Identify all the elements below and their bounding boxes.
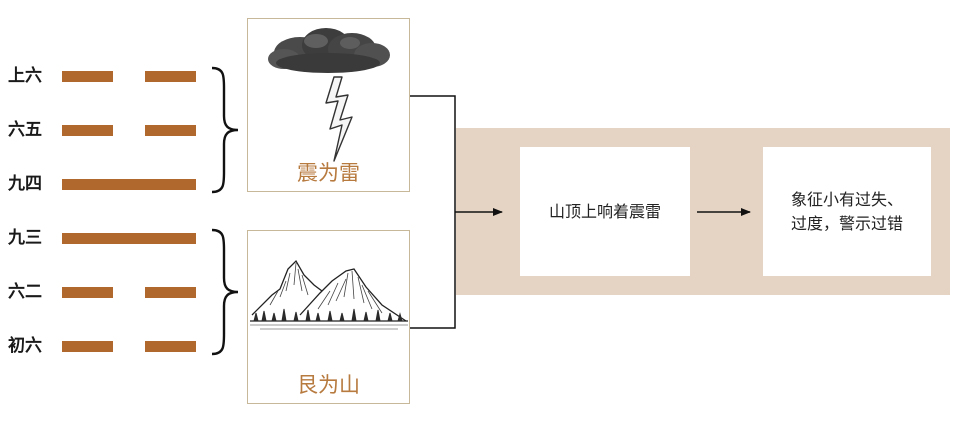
meaning-line-1: 象征小有过失、 xyxy=(790,189,903,209)
yin-bar-left xyxy=(62,341,113,352)
thunder-cloud-icon xyxy=(268,28,390,162)
line-label-first-six: 初六 xyxy=(8,336,42,356)
meaning-line-2: 过度，警示过错 xyxy=(790,213,903,233)
line-label-second-six: 六二 xyxy=(8,282,42,302)
upper-trigram-card: 震为雷 xyxy=(247,18,410,192)
image-description-box: 山顶上响着震雷 xyxy=(520,147,690,276)
lower-trigram-label: 艮为山 xyxy=(297,373,360,397)
line-label-fifth-six: 六五 xyxy=(8,120,42,140)
upper-trigram-label: 震为雷 xyxy=(297,161,360,185)
mountain-icon xyxy=(250,259,408,330)
yin-bar-left xyxy=(62,71,113,82)
yin-bar-left xyxy=(62,287,113,298)
meaning-text: 象征小有过失、 过度，警示过错 xyxy=(791,188,903,236)
lower-trigram-card: 艮为山 xyxy=(247,230,410,404)
yin-bar-right xyxy=(145,71,196,82)
yin-bar-right xyxy=(145,125,196,136)
line-label-top-six: 上六 xyxy=(8,66,42,86)
line-4-yang xyxy=(62,233,196,244)
upper-brace xyxy=(211,66,239,194)
line-label-fourth-nine: 九四 xyxy=(8,174,42,194)
line-label-third-nine: 九三 xyxy=(8,228,42,248)
yin-bar-left xyxy=(62,125,113,136)
lower-brace xyxy=(211,228,239,356)
yin-bar-right xyxy=(145,341,196,352)
line-3-yang xyxy=(62,179,196,190)
meaning-box: 象征小有过失、 过度，警示过错 xyxy=(763,147,931,276)
image-description-text: 山顶上响着震雷 xyxy=(548,201,661,221)
yin-bar-right xyxy=(145,287,196,298)
